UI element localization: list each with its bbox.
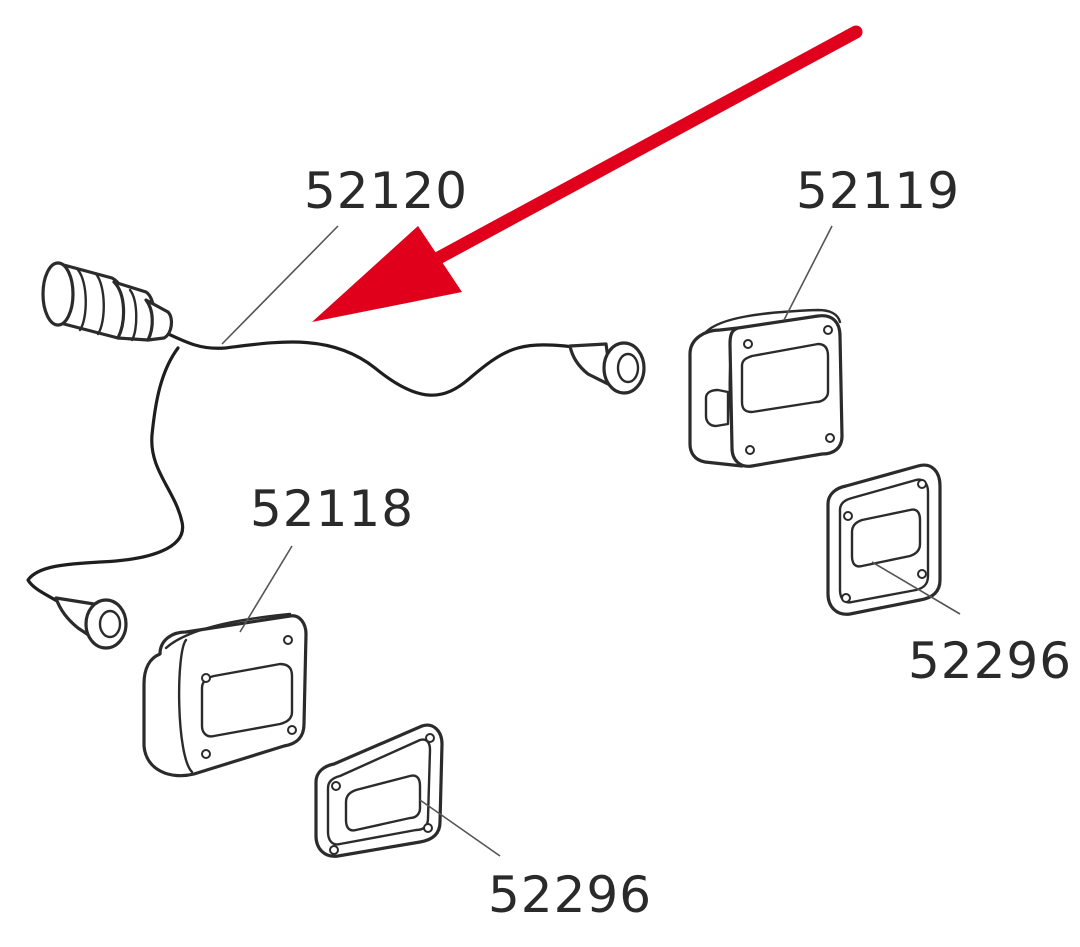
- arrow-head: [312, 226, 462, 322]
- harness-cable-left: [26, 346, 185, 606]
- right-tail-lamp: [688, 308, 844, 468]
- left-lens-cover: [314, 723, 444, 858]
- plug-collar-groove: [128, 288, 138, 342]
- left-lens-screw-1: [331, 781, 341, 791]
- left-lens-screw-4: [423, 823, 433, 833]
- right-lamp-screw-2: [823, 325, 833, 335]
- right-lens-cover: [826, 463, 942, 616]
- leader-left-lamp: [239, 545, 293, 633]
- left-lamp-screw-2: [283, 635, 293, 645]
- right-lamp-screw-1: [743, 339, 753, 349]
- right-lamp-top-edge: [704, 308, 842, 334]
- right-lamp-window: [740, 342, 830, 414]
- leader-lines: [221, 225, 961, 857]
- right-lens-screw-4: [917, 569, 927, 579]
- right-lens-screw-2: [917, 479, 927, 489]
- left-lens-screw-2: [425, 733, 435, 743]
- left-lamp-body: [142, 614, 308, 778]
- pointer-arrow: [312, 25, 863, 322]
- left-lens-inner: [326, 738, 432, 846]
- leader-harness: [221, 225, 339, 345]
- harness-connector-right: [568, 341, 646, 395]
- left-lamp-screw-1: [201, 673, 211, 683]
- label-right-lamp: 52119: [796, 162, 960, 220]
- right-lamp-face: [728, 314, 844, 468]
- plug-face: [41, 261, 75, 327]
- plug-ridge-1: [76, 268, 87, 332]
- harness-plug: [41, 261, 174, 342]
- right-lens-outer: [826, 463, 942, 616]
- right-lens-window: [850, 508, 922, 568]
- plug-strain-relief: [144, 298, 174, 342]
- plug-ridge-2: [94, 272, 105, 336]
- leader-right-lamp: [783, 225, 833, 321]
- right-lens-screw-3: [841, 593, 851, 603]
- label-harness: 52120: [304, 162, 468, 220]
- right-lamp-side-notch: [704, 388, 730, 428]
- left-lens-window: [344, 774, 422, 832]
- part-labels: 52120 52119 52118 52296 52296: [250, 162, 1072, 924]
- arrow-shaft: [413, 25, 863, 275]
- left-lamp-top-edge: [164, 612, 292, 650]
- right-lamp-screw-3: [745, 445, 755, 455]
- left-lamp-face-edge: [177, 638, 194, 774]
- harness-connector-left: [54, 596, 128, 650]
- label-left-lamp: 52118: [250, 480, 414, 538]
- label-left-lens: 52296: [488, 866, 652, 924]
- connector-right-inner: [616, 352, 640, 384]
- left-lamp-screw-3: [201, 749, 211, 759]
- leader-right-lens: [871, 561, 961, 615]
- left-lamp-window: [200, 662, 294, 738]
- right-lens-screw-1: [843, 511, 853, 521]
- wiring-harness: [26, 261, 646, 650]
- leader-left-lens: [419, 799, 501, 857]
- left-tail-lamp: [142, 612, 308, 778]
- left-lens-screw-3: [329, 845, 339, 855]
- left-lens-outer: [314, 723, 444, 858]
- left-lamp-screw-4: [287, 725, 297, 735]
- label-right-lens: 52296: [908, 632, 1072, 690]
- connector-left-inner: [98, 609, 122, 639]
- harness-cable-right: [158, 328, 614, 397]
- right-lamp-screw-4: [825, 433, 835, 443]
